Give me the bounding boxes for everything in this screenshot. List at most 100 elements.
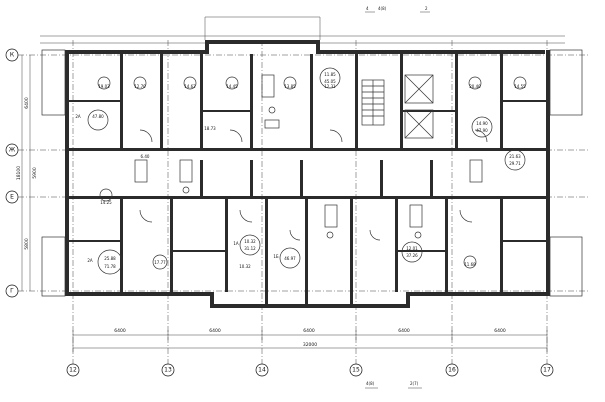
room-area: 47.90 — [476, 128, 488, 133]
horizontal-axis-bubbles: К Ж Е Г — [5, 48, 19, 298]
room-area: 10.32 — [244, 239, 256, 244]
svg-text:13: 13 — [164, 367, 172, 374]
room-area: 10.32 — [239, 264, 251, 269]
room-area: 14.55 — [514, 84, 526, 89]
bathroom-fixtures — [134, 74, 483, 239]
left-dimension: 5800 — [24, 238, 30, 250]
room-label: 12.31 — [324, 84, 336, 89]
room-type: 1А — [233, 241, 239, 246]
left-extra-dimension: 5900 — [32, 167, 38, 179]
overall-dimension: 32000 — [303, 342, 317, 348]
room-label: 18.73 — [204, 126, 216, 131]
room-area: 47.80 — [92, 114, 104, 119]
axis-bubble-17: 17 — [540, 363, 554, 377]
room-label: 14.45 — [225, 76, 239, 90]
room-area: 12.01 — [406, 246, 418, 251]
axis-bubble-13: 13 — [161, 363, 175, 377]
bay-dimension: 6400 — [303, 328, 315, 334]
room-area: 18.73 — [204, 126, 216, 131]
section-marker: 2(7) — [410, 381, 419, 386]
room-label: 17.77 — [152, 254, 168, 270]
room-area: 14.45 — [226, 84, 238, 89]
room-label: 13.85 — [283, 76, 297, 90]
axis-bubble-15: 15 — [349, 363, 363, 377]
room-area: 12.31 — [324, 84, 336, 89]
staircase — [361, 79, 385, 126]
room-label: 11.68 — [463, 255, 477, 269]
room-type: 2А — [75, 114, 81, 119]
svg-text:К: К — [10, 52, 15, 59]
section-marker: 2 — [425, 6, 428, 11]
bay-dimension: 6400 — [398, 328, 410, 334]
axis-bubble-14: 14 — [255, 363, 269, 377]
left-dimension: 6400 — [24, 97, 30, 109]
exterior-walls — [41, 40, 583, 308]
room-area: 14.90 — [476, 121, 488, 126]
room-label: 21.63 29.71 — [504, 149, 526, 171]
room-label: 47.80 2А — [75, 109, 109, 131]
room-type: 2А — [87, 258, 93, 263]
bay-dimension: 6400 — [494, 328, 506, 334]
room-label: 14.25 — [99, 188, 113, 205]
room-area: 14.25 — [100, 200, 112, 205]
svg-text:15: 15 — [352, 367, 360, 374]
axis-bubble-E: Е — [5, 190, 19, 204]
section-marker: 4(8) — [378, 6, 387, 11]
bottom-dimension-chain: 6400 6400 6400 6400 6400 32000 — [72, 328, 548, 352]
room-label: 14.90 47.90 — [471, 116, 493, 138]
axis-bubble-K: К — [5, 48, 19, 62]
svg-text:14: 14 — [258, 367, 266, 374]
room-area: 45.05 — [324, 79, 336, 84]
room-label: 20.40 — [468, 76, 482, 90]
room-area: 11.85 — [324, 72, 336, 77]
left-overall-dimension: 18100 — [16, 166, 22, 180]
room-area: 11.68 — [464, 262, 476, 267]
room-label: 14.62 — [183, 76, 197, 90]
door-swings — [139, 129, 488, 241]
room-area: 37.26 — [406, 253, 418, 258]
room-label: 12.01 37.26 — [401, 241, 423, 263]
svg-text:Г: Г — [10, 288, 14, 295]
room-area: 46.97 — [284, 256, 296, 261]
top-dimension-lines — [40, 16, 565, 44]
room-area: 17.77 — [154, 260, 166, 265]
vertical-axis-bubbles: 12 13 14 15 16 17 — [66, 363, 554, 377]
room-area: 13.85 — [284, 84, 296, 89]
room-area: 6.40 — [141, 154, 150, 159]
room-label: 1Б 46.97 — [273, 247, 301, 269]
room-type: 1Б — [273, 254, 279, 259]
room-label: 2А 25.88 71.78 — [87, 249, 123, 275]
room-area: 71.78 — [104, 264, 116, 269]
room-area: 31.12 — [244, 246, 256, 251]
axis-bubble-12: 12 — [66, 363, 80, 377]
room-label: 6.40 — [141, 154, 150, 159]
room-label: 19.03 — [97, 76, 111, 90]
section-markers: 4 4(8) 2 4(8) 2(7) — [365, 6, 430, 389]
axis-bubble-Zh: Ж — [5, 143, 19, 157]
section-marker: 4(8) — [366, 381, 375, 386]
interior-walls — [69, 54, 546, 304]
room-label: 10.32 — [239, 264, 251, 269]
room-label: 11.85 45.05 — [319, 67, 341, 89]
room-label: 12.70 — [133, 76, 147, 90]
room-label: 14.55 — [513, 76, 527, 90]
left-dimension-chain: 6400 5800 18100 5900 — [16, 55, 38, 291]
room-area: 21.63 — [509, 154, 521, 159]
section-marker: 4 — [366, 6, 369, 11]
room-area: 12.70 — [134, 84, 146, 89]
svg-text:Е: Е — [10, 194, 14, 201]
room-area: 14.62 — [184, 84, 196, 89]
room-area: 19.03 — [98, 84, 110, 89]
axis-bubble-16: 16 — [445, 363, 459, 377]
bay-dimension: 6400 — [114, 328, 126, 334]
axis-bubble-G: Г — [5, 284, 19, 298]
room-labels: 47.80 2А 19.03 12.70 14.62 14.45 13.85 1… — [75, 67, 527, 275]
room-area: 25.88 — [104, 256, 116, 261]
svg-text:Ж: Ж — [9, 147, 16, 154]
bay-dimension: 6400 — [209, 328, 221, 334]
elevator-shaft — [404, 74, 434, 139]
svg-text:12: 12 — [69, 367, 77, 374]
room-area: 20.40 — [469, 84, 481, 89]
room-label: 1А 10.32 31.12 — [233, 234, 261, 256]
